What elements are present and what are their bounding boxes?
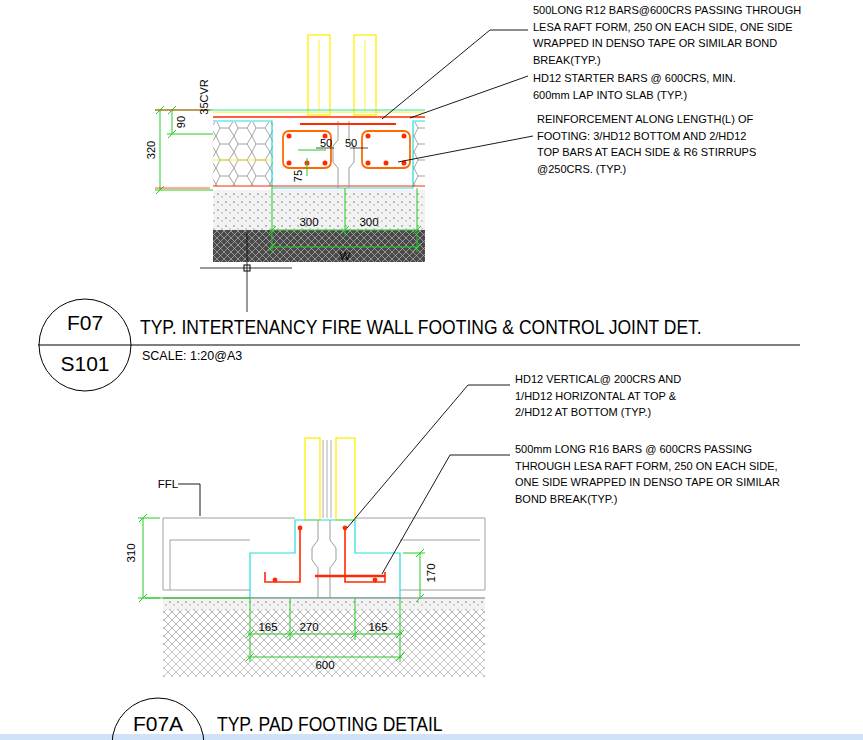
dimension-text: 270 bbox=[299, 622, 318, 634]
detail-title: TYP. INTERTENANCY FIRE WALL FOOTING & CO… bbox=[140, 318, 702, 339]
detail-reference-text: S101 bbox=[60, 353, 109, 374]
dimension-text: W bbox=[340, 251, 351, 263]
dimension-text: 300 bbox=[359, 217, 378, 229]
note-text: 500mm LONG R16 BARS @ 600CRS PASSING THR… bbox=[515, 441, 790, 507]
detail-reference-circle: F07S101 bbox=[38, 298, 132, 392]
pad-footing bbox=[138, 385, 510, 677]
cover-dimension: 35CVR bbox=[199, 79, 210, 114]
note-text: HD12 VERTICAL@ 200CRS AND 1/HD12 HORIZON… bbox=[515, 371, 715, 421]
note-text: HD12 STARTER BARS @ 600CRS, MIN. 600mm L… bbox=[533, 70, 771, 103]
scale-text: SCALE: 1:20@A3 bbox=[142, 350, 242, 363]
detail-reference-circle: F07A bbox=[111, 697, 205, 740]
detail-reference-text: F07 bbox=[67, 312, 103, 333]
dimension-text: 50 bbox=[345, 138, 357, 149]
dimension-text: 170 bbox=[426, 563, 438, 582]
fire-wall-footing bbox=[155, 30, 533, 312]
dimension-text: 165 bbox=[258, 622, 277, 634]
dimension-text: 90 bbox=[176, 116, 187, 128]
dimension-text: 75 bbox=[293, 170, 304, 182]
dimension-text: 600 bbox=[315, 660, 334, 672]
level-marker: FFL bbox=[158, 479, 178, 491]
note-text: 500LONG R12 BARS@600CRS PASSING THROUGH … bbox=[533, 2, 808, 68]
dimension-text: 300 bbox=[299, 217, 318, 229]
dimension-text: 310 bbox=[126, 543, 138, 562]
dimension-text: 165 bbox=[368, 622, 387, 634]
dimension-text: 320 bbox=[146, 141, 157, 159]
dimension-text: 50 bbox=[320, 138, 332, 149]
title-rule bbox=[38, 345, 800, 346]
detail-title: TYP. PAD FOOTING DETAIL bbox=[217, 715, 443, 736]
note-text: REINFORCEMENT ALONG LENGTH(L) OF FOOTING… bbox=[537, 111, 771, 177]
detail-reference-text: F07A bbox=[133, 713, 183, 734]
